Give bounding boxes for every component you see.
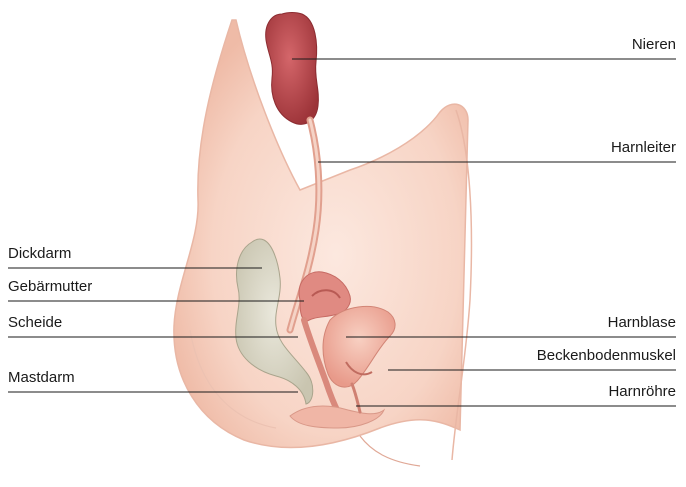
label-harnleiter: Harnleiter — [611, 139, 676, 157]
label-beckenbodenmuskel: Beckenbodenmuskel — [537, 347, 676, 365]
label-scheide: Scheide — [8, 314, 62, 332]
thigh-crease — [360, 436, 420, 466]
kidney — [266, 13, 319, 125]
label-mastdarm: Mastdarm — [8, 369, 75, 387]
label-dickdarm: Dickdarm — [8, 245, 71, 263]
label-gebaermutter: Gebärmutter — [8, 278, 92, 296]
torso-back-shape — [174, 20, 468, 448]
label-nieren: Nieren — [632, 36, 676, 54]
label-harnblase: Harnblase — [608, 314, 676, 332]
label-harnroehre: Harnröhre — [608, 383, 676, 401]
